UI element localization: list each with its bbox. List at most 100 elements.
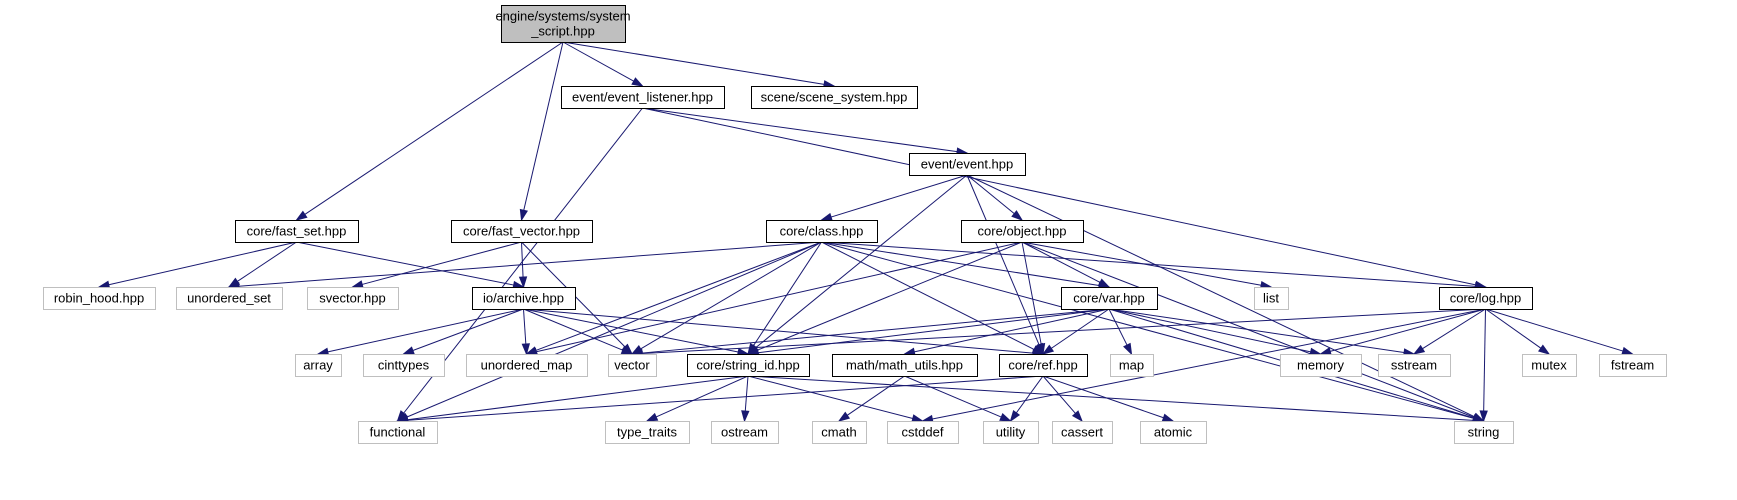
node-cmath[interactable]: cmath <box>812 421 867 444</box>
node-cassert[interactable]: cassert <box>1052 421 1113 444</box>
edge-line <box>1021 241 1042 345</box>
node-unordered-map[interactable]: unordered_map <box>466 354 588 377</box>
edge-arrowhead <box>519 208 528 222</box>
edge-line <box>821 241 1100 286</box>
edge-line <box>747 375 1474 421</box>
edge-object-to-string <box>1021 241 1485 422</box>
node-event[interactable]: event/event.hpp <box>909 153 1026 176</box>
edge-log-to-sstream <box>1412 308 1486 355</box>
node-string-id[interactable]: core/string_id.hpp <box>687 354 810 377</box>
node-string[interactable]: string <box>1454 421 1514 444</box>
node-functional[interactable]: functional <box>358 421 438 444</box>
node-scene-system[interactable]: scene/scene_system.hpp <box>751 86 918 109</box>
node-unordered-set[interactable]: unordered_set <box>176 287 283 310</box>
node-vector[interactable]: vector <box>608 354 657 377</box>
edge-var-to-memory <box>1108 308 1322 356</box>
edge-line <box>641 308 1486 354</box>
node-box <box>887 421 959 444</box>
node-label: sstream <box>1391 358 1437 373</box>
node-label: core/var.hpp <box>1073 291 1145 306</box>
node-label: core/class.hpp <box>780 224 864 239</box>
node-memory[interactable]: memory <box>1280 354 1362 377</box>
node-label: cassert <box>1061 425 1103 440</box>
edge-arrowhead <box>1011 210 1024 221</box>
edge-line <box>523 308 739 353</box>
node-box <box>1052 421 1113 444</box>
node-robin-hood[interactable]: robin_hood.hpp <box>43 287 156 310</box>
node-class[interactable]: core/class.hpp <box>766 220 878 243</box>
node-box <box>711 421 779 444</box>
node-ostream[interactable]: ostream <box>711 421 779 444</box>
node-fstream[interactable]: fstream <box>1599 354 1667 377</box>
edge-line <box>523 308 1034 354</box>
edge-root-to-event-listener <box>562 41 644 87</box>
edge-var-to-ref <box>1041 308 1110 355</box>
node-label: math/math_utils.hpp <box>846 358 963 373</box>
edge-fast-vector-to-archive <box>518 241 528 289</box>
node-box <box>363 354 445 377</box>
node-mutex[interactable]: mutex <box>1522 354 1577 377</box>
node-box <box>812 421 867 444</box>
edge-event-listener-to-event <box>642 107 969 156</box>
edge-archive-to-string-id <box>523 308 750 357</box>
edge-line <box>755 174 968 349</box>
node-ref[interactable]: core/ref.hpp <box>999 354 1088 377</box>
edge-archive-to-unordered-map <box>521 308 530 356</box>
node-root[interactable]: engine/systems/system_script.hpp <box>495 5 631 43</box>
node-map[interactable]: map <box>1110 354 1154 377</box>
node-fast-vector[interactable]: core/fast_vector.hpp <box>451 220 593 243</box>
node-label: list <box>1263 291 1279 306</box>
node-array[interactable]: array <box>295 354 342 377</box>
edge-line <box>407 375 1044 421</box>
edge-string-id-to-ostream <box>741 375 750 423</box>
node-label: map <box>1119 358 1144 373</box>
node-sstream[interactable]: sstream <box>1378 354 1451 377</box>
edge-math-utils-to-cmath <box>837 375 905 422</box>
edge-fast-set-to-archive <box>296 241 525 290</box>
edge-fast-set-to-robin-hood <box>97 241 297 289</box>
node-log[interactable]: core/log.hpp <box>1439 287 1533 310</box>
node-list[interactable]: list <box>1254 287 1289 310</box>
edge-line <box>1330 308 1486 352</box>
node-label: array <box>303 358 333 373</box>
node-utility[interactable]: utility <box>983 421 1039 444</box>
edge-line <box>304 41 564 215</box>
edge-line <box>1042 375 1076 414</box>
node-fast-set[interactable]: core/fast_set.hpp <box>235 220 359 243</box>
node-label: utility <box>996 425 1026 440</box>
node-event-listener[interactable]: event/event_listener.hpp <box>561 86 725 109</box>
node-math-utils[interactable]: math/math_utils.hpp <box>832 354 978 377</box>
node-atomic[interactable]: atomic <box>1140 421 1207 444</box>
node-box <box>687 354 810 377</box>
node-box <box>501 5 626 43</box>
node-cinttypes[interactable]: cinttypes <box>363 354 445 377</box>
node-svector[interactable]: svector.hpp <box>307 287 399 310</box>
node-box <box>1599 354 1667 377</box>
edge-line <box>747 375 913 419</box>
node-cstddef[interactable]: cstddef <box>887 421 959 444</box>
edge-line <box>296 241 514 286</box>
edge-line <box>966 174 1475 418</box>
node-box <box>176 287 283 310</box>
node-box <box>358 421 438 444</box>
node-label: _script.hpp <box>530 24 595 39</box>
edge-line <box>1042 375 1164 419</box>
edge-root-to-fast-vector <box>519 41 564 222</box>
edge-log-to-string <box>1479 308 1488 423</box>
node-label: cinttypes <box>378 358 430 373</box>
node-type-traits[interactable]: type_traits <box>605 421 690 444</box>
node-box <box>961 220 1084 243</box>
edge-line <box>1485 308 1542 349</box>
node-box <box>1454 421 1514 444</box>
node-box <box>472 287 576 310</box>
node-var[interactable]: core/var.hpp <box>1061 287 1158 310</box>
edge-arrowhead <box>521 343 530 356</box>
node-archive[interactable]: io/archive.hpp <box>472 287 576 310</box>
edge-line <box>523 41 564 211</box>
edge-line <box>1108 308 1128 346</box>
node-label: core/object.hpp <box>978 224 1067 239</box>
node-label: scene/scene_system.hpp <box>761 90 908 105</box>
node-box <box>451 220 593 243</box>
node-object[interactable]: core/object.hpp <box>961 220 1084 243</box>
